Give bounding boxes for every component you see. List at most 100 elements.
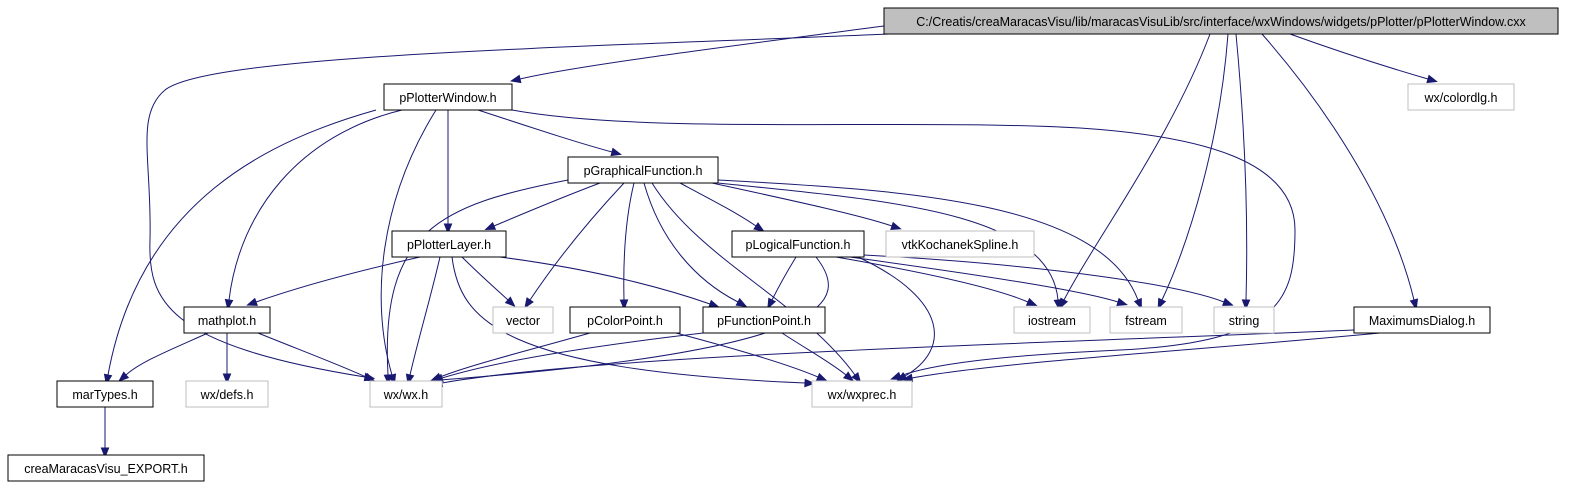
edge-arrowhead xyxy=(222,373,232,385)
edge-line xyxy=(477,109,613,153)
node-string[interactable]: string xyxy=(1213,306,1275,334)
node-label: pLogicalFunction.h xyxy=(746,238,851,252)
edge-pGraphicalFunction-to-wxprec xyxy=(651,182,862,384)
edge-line xyxy=(386,179,569,376)
node-label: wx/colordlg.h xyxy=(1424,91,1498,105)
node-vector[interactable]: vector xyxy=(492,306,554,334)
node-pgraphicalfunction-h[interactable]: pGraphicalFunction.h xyxy=(567,156,719,184)
node-label: marTypes.h xyxy=(72,388,137,402)
edge-pLogicalFunction-to-pFunctionPoint xyxy=(767,256,797,310)
node-pplotterlayer-h[interactable]: pPlotterLayer.h xyxy=(391,230,507,258)
edge-line xyxy=(380,109,437,376)
node-mathplot-h[interactable]: mathplot.h xyxy=(183,306,271,334)
edge-pGraphicalFunction-to-pLogicalFunction xyxy=(679,182,765,232)
edge-pPlotterWindow-to-wxprec xyxy=(511,109,1296,380)
edge-arrowhead xyxy=(363,372,376,382)
dependency-nodes: C:/Creatis/creaMaracasVisu/lib/maracasVi… xyxy=(7,7,1559,482)
node-label: fstream xyxy=(1125,314,1167,328)
edge-line xyxy=(717,179,1139,301)
edge-marTypes-to-creaExport xyxy=(100,407,110,459)
edge-line xyxy=(255,256,421,303)
edge-mathplot-to-wx xyxy=(257,332,376,382)
node-wx-colordlg-h[interactable]: wx/colordlg.h xyxy=(1407,83,1515,111)
edge-line xyxy=(461,256,509,301)
edge-line xyxy=(409,256,441,376)
edge-line xyxy=(643,182,739,303)
node-creamaracasvisu-export-h[interactable]: creaMaracasVisu_EXPORT.h xyxy=(7,454,205,482)
node-plogicalfunction-h[interactable]: pLogicalFunction.h xyxy=(731,230,865,258)
edge-line xyxy=(679,182,757,227)
node-maximumsdialog-h[interactable]: MaximumsDialog.h xyxy=(1353,306,1491,334)
edge-pGraphicalFunction-to-vector xyxy=(524,182,625,309)
edge-pGraphicalFunction-to-wx xyxy=(383,179,569,386)
edge-pLogicalFunction-to-string xyxy=(863,254,1234,306)
node-pfunctionpoint-h[interactable]: pFunctionPoint.h xyxy=(702,306,826,334)
node-label: vector xyxy=(506,314,540,328)
node-label: wx/defs.h xyxy=(200,388,254,402)
edge-arrowhead xyxy=(851,371,862,384)
node-label: iostream xyxy=(1028,314,1076,328)
edge-line xyxy=(146,33,890,378)
edge-line xyxy=(451,256,806,384)
edge-arrowhead xyxy=(509,74,522,84)
edge-arrowhead xyxy=(610,147,622,157)
edge-line xyxy=(781,332,847,376)
edge-arrowhead xyxy=(1025,297,1038,306)
edge-arrowhead xyxy=(767,297,777,310)
node-root-file[interactable]: C:/Creatis/creaMaracasVisu/lib/maracasVi… xyxy=(883,7,1559,35)
node-martypes-h[interactable]: marTypes.h xyxy=(56,380,154,408)
node-pplotterwindow-h[interactable]: pPlotterWindow.h xyxy=(383,83,513,111)
edge-mathplot-to-defs xyxy=(222,333,232,385)
edge-arrowhead xyxy=(504,296,516,308)
edge-line xyxy=(857,256,935,377)
node-pcolorpoint-h[interactable]: pColorPoint.h xyxy=(569,306,681,334)
edge-MaximumsDialog-to-wxprec xyxy=(901,332,1381,383)
edge-pGraphicalFunction-to-pFunctionPoint xyxy=(643,182,748,307)
edge-arrowhead xyxy=(100,447,110,459)
edge-arrowhead xyxy=(1222,297,1234,306)
edge-line xyxy=(1161,33,1229,301)
edge-line xyxy=(439,332,591,378)
edge-line xyxy=(529,182,625,301)
edge-line xyxy=(125,332,209,376)
edge-pLogicalFunction-to-wxprec xyxy=(857,256,935,382)
node-label: C:/Creatis/creaMaracasVisu/lib/maracasVi… xyxy=(916,15,1526,29)
edge-arrowhead xyxy=(842,371,855,382)
edge-pGraphicalFunction-to-vtkKochanek xyxy=(711,182,902,230)
edge-line xyxy=(771,256,797,301)
edge-pPlotterLayer-to-mathplot xyxy=(246,256,421,306)
node-label: string xyxy=(1229,314,1260,328)
edge-root-to-colordlg xyxy=(1289,33,1438,84)
edge-arrowhead xyxy=(1133,297,1142,310)
edge-arrowhead xyxy=(524,297,534,309)
edge-arrowhead xyxy=(1116,297,1128,306)
node-label: pPlotterLayer.h xyxy=(407,238,491,252)
edge-arrowhead xyxy=(1157,297,1167,310)
node-label: wx/wx.h xyxy=(383,388,429,402)
edge-mathplot-to-marTypes xyxy=(118,332,209,382)
node-wx-defs-h[interactable]: wx/defs.h xyxy=(185,380,269,408)
edge-arrowhead xyxy=(246,297,258,306)
edge-pFunctionPoint-to-wx xyxy=(432,332,704,382)
edge-line xyxy=(519,25,885,80)
node-iostream[interactable]: iostream xyxy=(1013,306,1091,334)
edge-root-to-pPlotterWindow xyxy=(509,25,885,84)
node-label: MaximumsDialog.h xyxy=(1369,314,1475,328)
node-wx-wxprec-h[interactable]: wx/wxprec.h xyxy=(811,380,913,408)
edge-line xyxy=(675,332,819,378)
node-fstream[interactable]: fstream xyxy=(1109,306,1183,334)
edge-line xyxy=(711,182,893,227)
edge-line xyxy=(863,254,1225,303)
edge-line xyxy=(717,182,1059,301)
node-label: wx/wxprec.h xyxy=(827,388,897,402)
edge-pLogicalFunction-to-iostream xyxy=(835,256,1038,306)
edge-arrowhead xyxy=(890,371,902,380)
node-vtkkochanekspline-h[interactable]: vtkKochanekSpline.h xyxy=(885,230,1035,258)
edge-pGraphicalFunction-to-pPlotterLayer xyxy=(484,182,601,231)
edge-line xyxy=(511,109,1296,377)
node-label: mathplot.h xyxy=(198,314,256,328)
node-wx-wx-h[interactable]: wx/wx.h xyxy=(369,380,443,408)
edge-arrowhead xyxy=(708,299,720,308)
edge-pPlotterWindow-to-pPlotterLayer xyxy=(443,110,453,235)
edge-arrowhead xyxy=(118,371,130,382)
